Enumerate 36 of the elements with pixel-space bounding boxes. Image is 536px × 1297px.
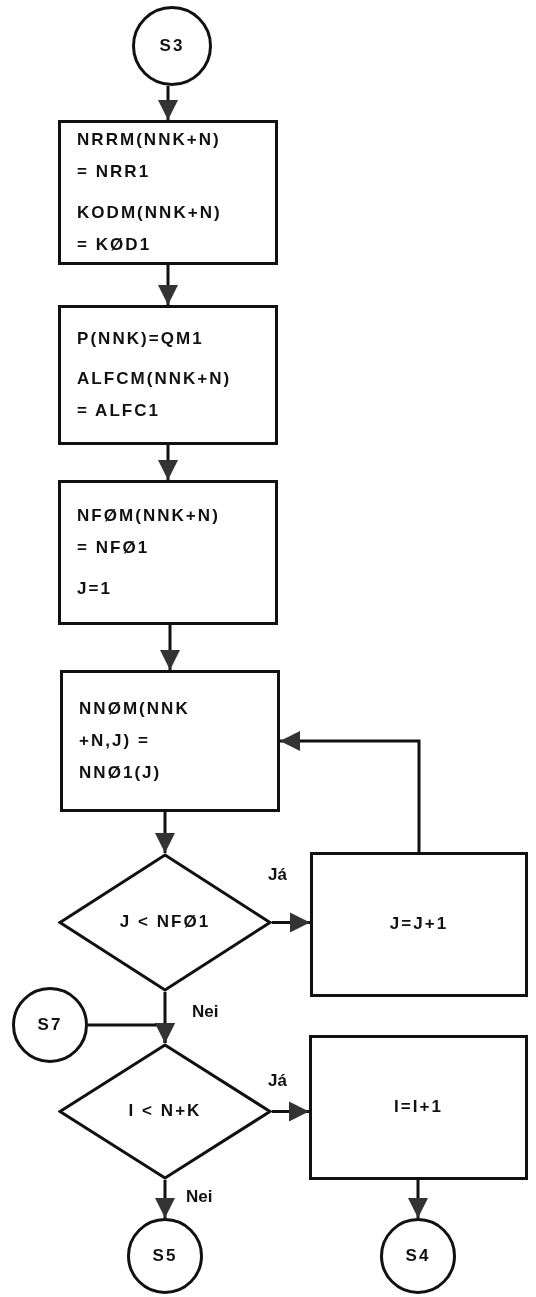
- node-text: NRRM(NNK+N) = NRR1: [77, 128, 222, 184]
- flow-arrow: [160, 625, 180, 670]
- node-text: S4: [405, 1244, 431, 1267]
- flow-arrow: [155, 812, 175, 853]
- flow-arrow: [280, 731, 421, 852]
- flow-arrow: [88, 1023, 175, 1043]
- node-text: S7: [37, 1013, 63, 1036]
- process-box: [58, 120, 278, 265]
- node-text: J=1: [77, 577, 113, 600]
- flow-arrow: [272, 1101, 309, 1122]
- edge-label: Já: [266, 866, 289, 883]
- node-text: NNØM(NNK +N,J) = NNØ1(J): [79, 697, 191, 785]
- process-box: [58, 480, 278, 625]
- edge-label: Nei: [184, 1188, 215, 1205]
- flow-arrow: [272, 912, 310, 933]
- node-text: S3: [159, 34, 185, 57]
- flow-arrow: [158, 265, 178, 305]
- node-text: NFØM(NNK+N) = NFØ1: [77, 505, 221, 560]
- flow-arrow: [408, 1180, 428, 1218]
- flow-arrow: [158, 445, 178, 480]
- process-box: [310, 852, 528, 997]
- edge-label: Nei: [190, 1003, 221, 1020]
- node-text: S5: [152, 1244, 178, 1267]
- process-box: [60, 670, 280, 812]
- node-text: I=I+1: [394, 1096, 443, 1119]
- node-text: ALFCM(NNK+N) = ALFC1: [77, 367, 233, 423]
- node-text: I < N+K: [128, 1100, 202, 1123]
- node-text: P(NNK)=QM1: [77, 327, 205, 350]
- process-box: [58, 305, 278, 445]
- flow-arrow: [158, 86, 178, 120]
- node-text: J=J+1: [389, 913, 449, 936]
- edge-label: Já: [266, 1072, 289, 1089]
- flow-arrow: [155, 1180, 175, 1218]
- node-text: J < NFØ1: [119, 911, 211, 934]
- process-box: [309, 1035, 528, 1180]
- node-text: KODM(NNK+N) = KØD1: [77, 201, 223, 256]
